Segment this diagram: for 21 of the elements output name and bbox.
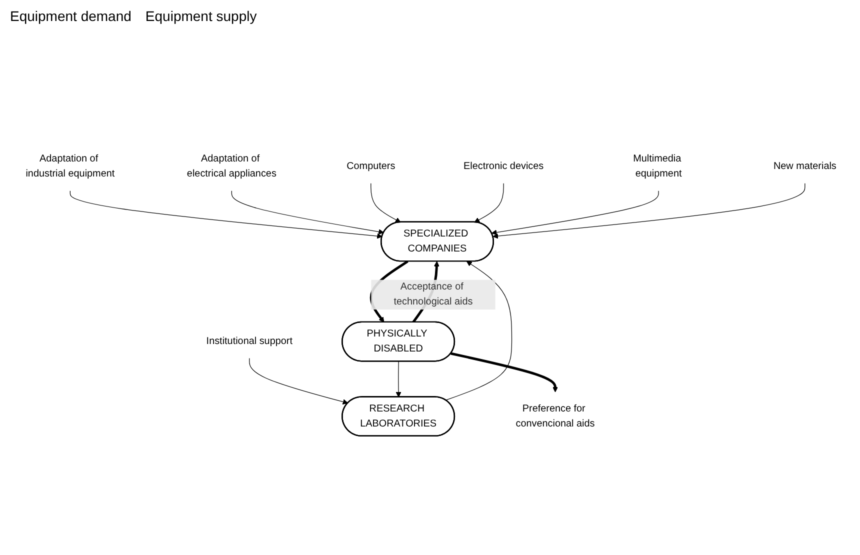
node-text: Electronic devices [464, 161, 544, 172]
node-text: New materials [773, 161, 836, 172]
arrow [70, 190, 382, 239]
arrow [231, 190, 384, 234]
arrow [249, 358, 348, 404]
note-text: Equipment demand [10, 8, 132, 24]
arrow [474, 183, 504, 222]
node-text: Preference for convencional aids [516, 403, 595, 429]
arrow [445, 261, 512, 400]
arrow [450, 352, 558, 392]
node-text: Adaptation of electrical appliances [186, 154, 276, 180]
node-text: Adaptation of industrial equipment [26, 154, 115, 180]
arrow [370, 183, 401, 222]
node-text: Institutional support [206, 336, 292, 346]
edge-label: Acceptance of technological aids [394, 282, 473, 308]
arrow [492, 183, 806, 239]
arrow [491, 190, 659, 236]
node-text: Multimedia equipment [633, 154, 682, 180]
node-text: Computers [346, 161, 396, 172]
note-text: Equipment supply [145, 8, 257, 24]
arrow [396, 361, 402, 398]
